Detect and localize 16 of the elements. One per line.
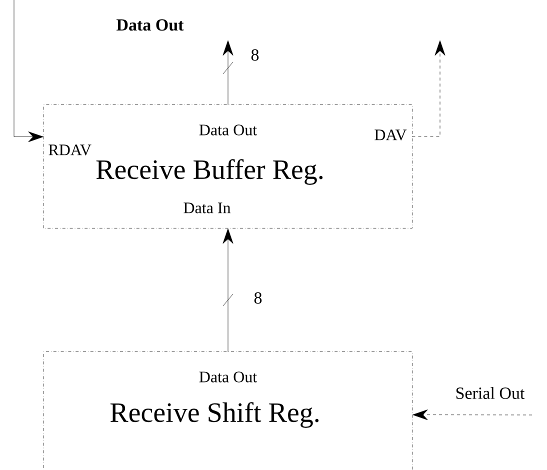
arrow <box>222 228 234 352</box>
port-label: RDAV <box>48 144 92 156</box>
register-title: Receive Buffer Reg. <box>96 159 323 185</box>
edge-label: 8 <box>252 291 264 305</box>
arrow <box>412 410 532 420</box>
port-label: Data In <box>184 202 231 214</box>
arrow <box>412 40 446 137</box>
port-label: Data Out <box>199 124 257 136</box>
edge-label: 8 <box>250 48 260 62</box>
port-label: DAV <box>374 130 407 140</box>
register-title: Receive Shift Reg. <box>110 402 319 428</box>
port-label: Data Out <box>199 372 257 382</box>
signal-label: Data Out <box>116 19 184 31</box>
arrow <box>14 0 44 142</box>
arrow <box>222 40 234 105</box>
edge-label: Serial Out <box>454 386 526 400</box>
